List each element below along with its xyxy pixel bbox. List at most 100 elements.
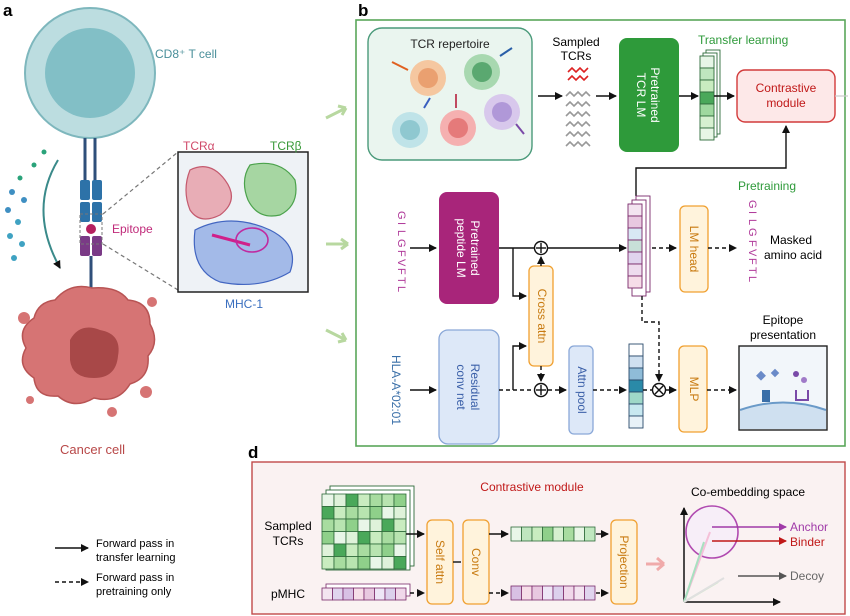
grid-cell	[584, 585, 596, 601]
grid-cell	[321, 543, 335, 557]
grid-cell	[393, 543, 407, 557]
grid-cell	[510, 585, 522, 601]
zoom-line-top	[102, 151, 179, 215]
grid-cell	[357, 506, 371, 520]
grid-cell	[357, 556, 371, 570]
panel-connector-arrows	[325, 104, 349, 344]
d-self-attn-label: Self attn	[433, 540, 447, 584]
grid-cell	[345, 506, 359, 520]
grid-cell	[563, 526, 575, 542]
molecule-dots-icon	[5, 149, 61, 269]
residual-conv-net-label-1: Residual	[468, 364, 482, 411]
out-peptide-char-5: V	[746, 249, 758, 257]
grid-cell	[345, 531, 359, 545]
grid-cell	[393, 506, 407, 520]
grid-cell	[357, 543, 371, 557]
peptide-sequence: G I L G F V F T L	[395, 211, 407, 292]
grid-cell	[321, 556, 335, 570]
d-tcr-grid	[321, 493, 407, 570]
grid-cell	[395, 587, 407, 601]
co-embedding-plot	[680, 505, 787, 606]
mhc-label: MHC-1	[225, 297, 263, 311]
grid-cell	[573, 526, 585, 542]
cancer-cell-icon	[18, 285, 157, 417]
pretrained-tcr-lm-label-2: TCR LM	[634, 73, 648, 118]
pmhc-embedding-stack	[628, 343, 644, 429]
grid-cell	[381, 531, 395, 545]
grid-cell	[521, 585, 533, 601]
multiply-node-icon	[651, 382, 667, 398]
legend-solid-label-1: Forward pass in	[96, 538, 174, 550]
residual-conv-net-box	[438, 329, 500, 445]
masked-amino-acid-label-1: Masked	[770, 233, 812, 247]
grid-cell	[381, 518, 395, 532]
grid-cell	[542, 585, 554, 601]
output-peptide-sequence: G I L G F V F T L	[746, 200, 758, 282]
grid-cell	[573, 585, 585, 601]
legend-dashed-label-1: Forward pass in	[96, 572, 174, 584]
out-peptide-char-6: F	[746, 258, 758, 265]
sampled-tcrs-label-2: TCRs	[561, 49, 592, 63]
sampled-sequences-icon	[565, 66, 591, 148]
grid-cell	[345, 556, 359, 570]
grid-cell	[321, 506, 335, 520]
pretraining-label: Pretraining	[738, 179, 796, 193]
tcr-complex-icon	[79, 180, 103, 292]
grid-cell	[345, 518, 359, 532]
contrastive-module-label-2: module	[766, 96, 806, 110]
panel-b: b TCR repertoire Sampled TCRs	[355, 1, 848, 447]
d-pmhc-row	[321, 583, 411, 601]
attn-pool-label: Attn pool	[575, 366, 589, 413]
mlp-box	[678, 345, 708, 433]
peptide-char-8: L	[395, 286, 407, 292]
epitope-presentation-icon	[738, 345, 828, 431]
legend: Forward pass in transfer learning Forwar…	[55, 538, 176, 598]
d-conv-label: Conv	[469, 548, 483, 576]
grid-cell	[384, 587, 396, 601]
panel-a-label: a	[3, 1, 13, 20]
legend-dashed-label-2: pretraining only	[96, 586, 172, 598]
out-peptide-char-2: L	[746, 219, 758, 225]
epitope-presentation-label-2: presentation	[750, 328, 816, 342]
pretrained-peptide-lm-box	[439, 192, 499, 304]
plus-node-top-icon	[533, 240, 549, 256]
grid-cell	[333, 531, 347, 545]
grid-cell	[321, 518, 335, 532]
pretrained-peptide-lm-label-1: Pretrained	[468, 220, 482, 275]
d-sampled-tcrs-label-2: TCRs	[273, 534, 304, 548]
d-pmhc-label: pMHC	[271, 587, 305, 601]
grid-cell	[345, 493, 359, 507]
grid-cell	[363, 587, 375, 601]
grid-cell	[357, 518, 371, 532]
legend-solid-label-2: transfer learning	[96, 552, 176, 564]
pretrained-peptide-lm-label-2: peptide LM	[454, 218, 468, 277]
peptide-char-7: T	[395, 277, 407, 284]
d-sampled-tcrs-label-1: Sampled	[264, 519, 311, 533]
panel-b-frame	[355, 19, 846, 447]
panel-a: a CD8⁺ T cell Epitope	[3, 1, 309, 457]
plus-node-bottom-icon	[533, 382, 549, 398]
grid-cell	[353, 587, 365, 601]
peptide-char-1: I	[395, 222, 407, 225]
grid-cell	[333, 543, 347, 557]
grid-cell	[542, 526, 554, 542]
peptide-char-2: L	[395, 230, 407, 236]
arrow-convnet-crossattn	[512, 342, 527, 390]
out-peptide-char-4: F	[746, 240, 758, 247]
peptide-char-4: F	[395, 250, 407, 257]
peptide-char-5: V	[395, 259, 407, 267]
d-projection-label: Projection	[617, 535, 631, 588]
grid-cell	[369, 556, 383, 570]
grid-cell	[393, 531, 407, 545]
grid-cell	[332, 587, 344, 601]
structure-inset	[177, 151, 309, 293]
grid-cell	[393, 493, 407, 507]
masked-amino-acid-label-2: amino acid	[764, 248, 822, 262]
arrow-peptide-embed-down	[641, 296, 663, 382]
panel-b-label: b	[358, 1, 368, 20]
grid-cell	[321, 531, 335, 545]
anchor-label: Anchor	[790, 520, 828, 534]
out-peptide-char-0: G	[746, 200, 758, 209]
d-pmhc-vector	[510, 585, 596, 601]
sampled-tcrs-label-1: Sampled	[552, 35, 599, 49]
